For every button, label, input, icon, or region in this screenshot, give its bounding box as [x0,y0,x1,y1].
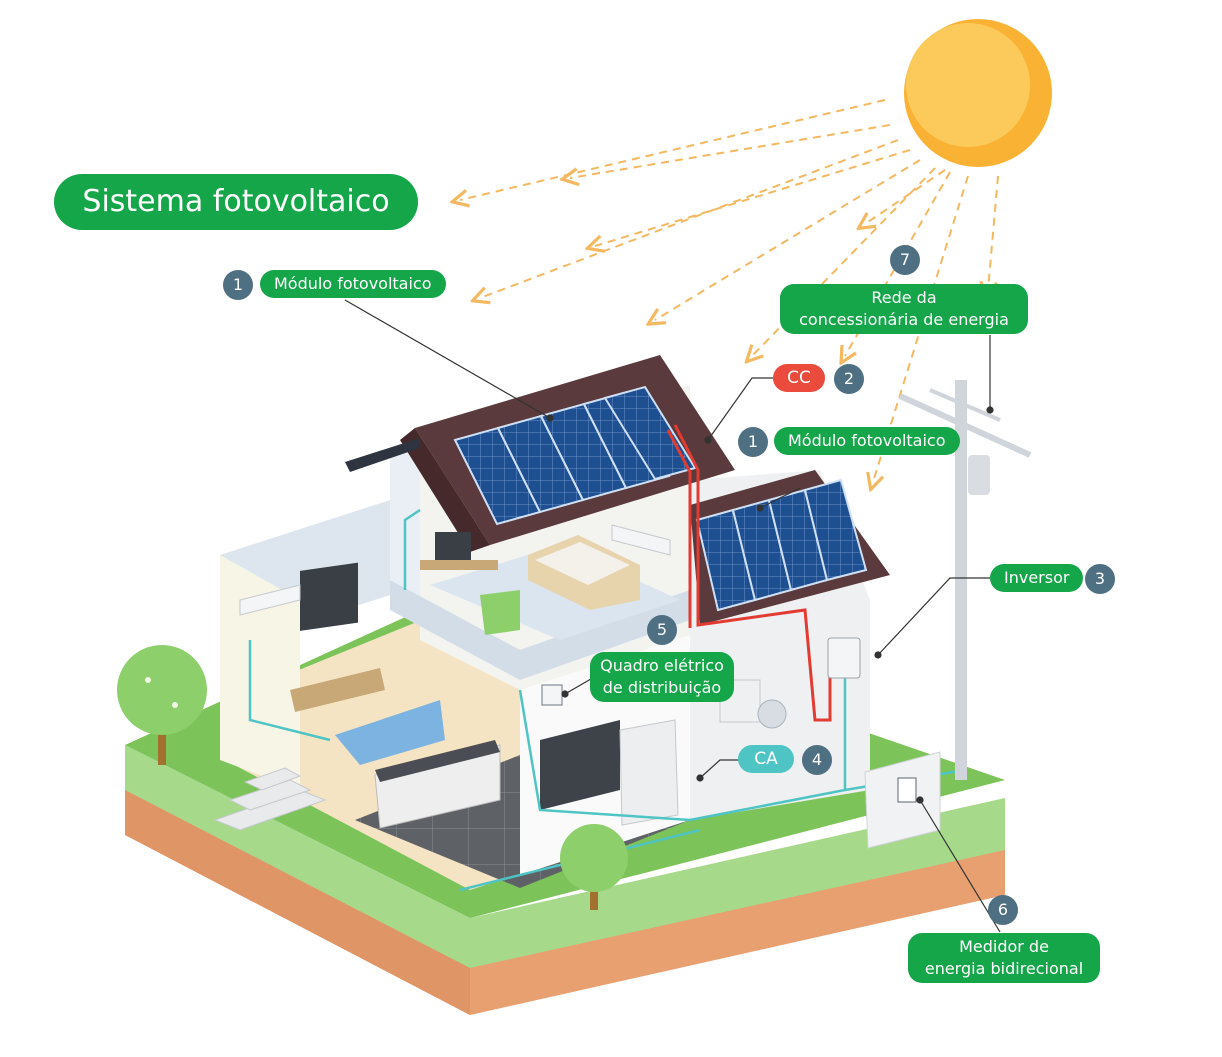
tree-front [560,824,628,910]
badge-medidor: 6 [988,895,1018,925]
badge-inversor: 3 [1085,564,1115,594]
meter-device [897,777,917,803]
label-medidor-line1: Medidor de [959,937,1049,956]
label-inversor: Inversor [990,564,1084,592]
solar-panels-side [695,478,868,612]
solar-panels-main [453,385,697,526]
furniture [239,524,787,829]
stairs [213,767,327,831]
label-rede-line2: concessionária de energia [799,310,1009,329]
dc-wiring [666,424,832,722]
badge-quadro: 5 [647,615,677,645]
label-rede-line1: Rede da [871,288,937,307]
inverter-device [827,637,861,679]
utility-pole [898,380,1032,780]
label-cc: CC [773,364,825,392]
label-quadro-eletrico: Quadro elétrico de distribuição [590,652,734,702]
label-rede-concessionaria: Rede da concessionária de energia [780,284,1028,334]
label-medidor-line2: energia bidirecional [924,959,1084,978]
label-quadro-line2: de distribuição [602,678,722,697]
leader-lines [344,299,1001,933]
label-quadro-line1: Quadro elétrico [600,656,724,675]
badge-modulo-top: 1 [223,270,253,300]
label-modulo-fotovoltaico-top: Módulo fotovoltaico [260,270,446,298]
badge-modulo-right: 1 [738,427,768,457]
tree-left [117,645,207,765]
diagram-title: Sistema fotovoltaico [54,174,418,230]
breaker-panel-device [541,684,563,706]
ac-wiring [248,460,967,892]
label-ca: CA [738,745,794,773]
badge-rede: 7 [890,245,920,275]
badge-ca: 4 [802,745,832,775]
badge-cc: 2 [834,364,864,394]
label-modulo-fotovoltaico-right: Módulo fotovoltaico [774,427,960,455]
sun [904,19,1052,167]
label-medidor-bidirecional: Medidor de energia bidirecional [908,933,1100,983]
